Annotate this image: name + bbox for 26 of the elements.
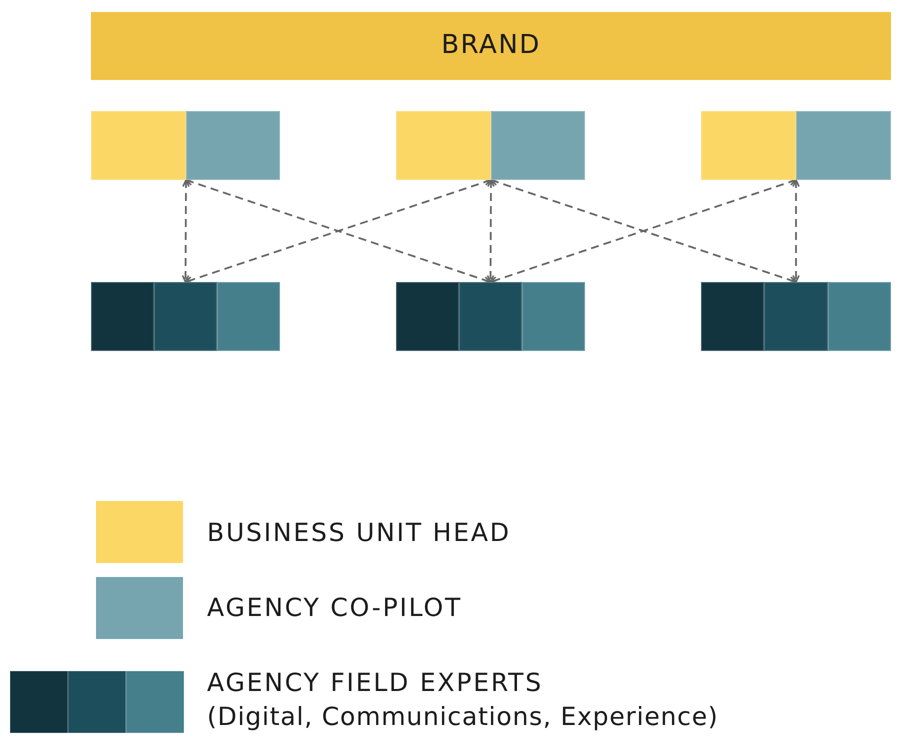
unit-head-box bbox=[396, 111, 491, 180]
field-expert-box bbox=[764, 282, 828, 351]
unit-head-box bbox=[91, 111, 186, 180]
field-expert-box bbox=[828, 282, 891, 351]
field-expert-box bbox=[522, 282, 585, 351]
field-expert-box bbox=[91, 282, 154, 351]
legend-label: AGENCY CO-PILOT bbox=[207, 593, 462, 623]
legend-label: BUSINESS UNIT HEAD bbox=[207, 518, 511, 548]
connector-arrow bbox=[182, 179, 190, 283]
field-expert-box bbox=[701, 282, 764, 351]
connector-arrow bbox=[792, 179, 800, 283]
field-expert-box bbox=[154, 282, 217, 351]
field-expert-box bbox=[217, 282, 280, 351]
crossed-arrows bbox=[184, 178, 492, 284]
legend-note: (Digital, Communications, Experience) bbox=[207, 702, 718, 732]
crossed-arrows bbox=[490, 178, 797, 284]
bar-label: BRAND bbox=[441, 30, 541, 62]
connector-arrow bbox=[486, 179, 495, 283]
header-bar bbox=[91, 12, 891, 80]
field-expert-box bbox=[459, 282, 522, 351]
co-pilot-box bbox=[186, 111, 280, 180]
legend-label: AGENCY FIELD EXPERTS bbox=[207, 668, 543, 698]
co-pilot-box bbox=[491, 111, 585, 180]
field-expert-box bbox=[396, 282, 459, 351]
co-pilot-box bbox=[796, 111, 891, 180]
unit-head-box bbox=[701, 111, 796, 180]
